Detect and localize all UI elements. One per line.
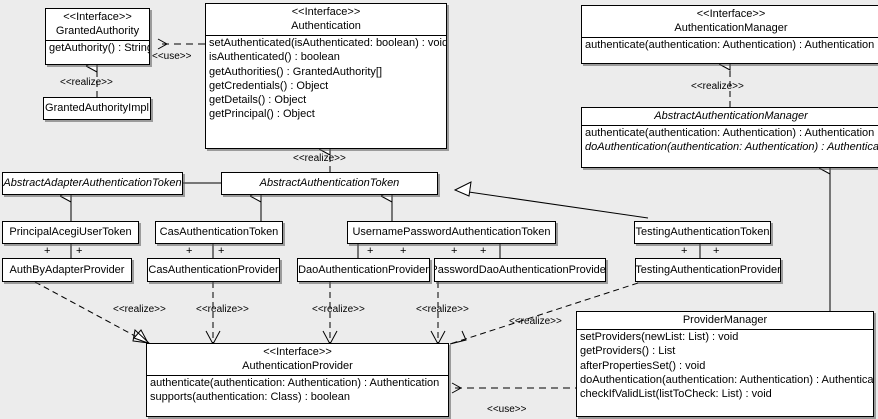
- class-username-password-authentication-token[interactable]: UsernamePasswordAuthenticationToken: [347, 221, 556, 244]
- label-realize-abstract-authentication-manager: <<realize>>: [691, 81, 744, 92]
- class-name: AuthenticationManager: [674, 22, 788, 34]
- label-use-provider-manager: <<use>>: [487, 404, 527, 415]
- assoc-plus-passworddao-right: +: [480, 245, 487, 257]
- label-realize-granted-authority-impl: <<realize>>: [60, 77, 113, 88]
- operation: getAuthority() : String: [49, 42, 150, 54]
- class-name: PasswordDaoAuthenticationProvider: [434, 263, 606, 276]
- operation: checkIfValidList(listToCheck: List) : vo…: [580, 388, 772, 401]
- class-name: AbstractAuthenticationToken: [259, 177, 400, 189]
- class-name: CasAuthenticationProvider: [148, 263, 279, 276]
- operation: doAuthentication(authentication: Authent…: [580, 373, 874, 386]
- label-realize-cas-authentication-provider: <<realize>>: [196, 304, 249, 315]
- class-principal-acegi-user-token[interactable]: PrincipalAcegiUserToken: [2, 221, 139, 244]
- assoc-plus-cas-right: +: [218, 245, 225, 257]
- class-testing-authentication-provider[interactable]: TestingAuthenticationProvider: [635, 258, 781, 282]
- class-granted-authority-impl[interactable]: GrantedAuthorityImpl: [43, 97, 151, 120]
- assoc-plus-passworddao-left: +: [451, 245, 458, 257]
- class-name: AuthByAdapterProvider: [9, 263, 125, 276]
- line-generalize-testingauthenticationtoken: [453, 181, 649, 219]
- class-abstract-authentication-manager[interactable]: AbstractAuthenticationManager authentica…: [581, 107, 878, 168]
- operation: setProviders(newList: List) : void: [580, 331, 739, 343]
- operation: getDetails() : Object: [209, 94, 307, 107]
- class-authentication[interactable]: <<Interface>> Authentication setAuthenti…: [205, 3, 447, 149]
- class-authentication-provider[interactable]: <<Interface>> AuthenticationProvider aut…: [146, 343, 449, 417]
- class-testing-authentication-token[interactable]: TestingAuthenticationToken: [634, 221, 771, 244]
- label-realize-password-dao-authentication-provider: <<realize>>: [416, 304, 469, 315]
- stereotype-label: <<Interface>>: [263, 346, 332, 358]
- operation: authenticate(authentication: Authenticat…: [585, 127, 875, 139]
- class-header: <<Interface>> GrantedAuthority: [46, 9, 149, 40]
- assoc-plus-principal-right: +: [76, 245, 83, 257]
- class-name: GrantedAuthority: [55, 25, 140, 37]
- class-abstract-authentication-token[interactable]: AbstractAuthenticationToken: [221, 172, 438, 195]
- operation: getProviders() : List: [580, 345, 676, 358]
- class-name: CasAuthenticationToken: [159, 226, 279, 238]
- operation: getAuthorities() : GrantedAuthority[]: [209, 65, 383, 78]
- class-cas-authentication-provider[interactable]: CasAuthenticationProvider: [147, 258, 280, 282]
- class-name: DaoAuthenticationProvider: [298, 263, 429, 276]
- assoc-plus-dao-left: +: [367, 245, 374, 257]
- label-realize-auth-by-adapter-provider: <<realize>>: [113, 304, 166, 315]
- label-realize-abstract-authentication-token: <<realize>>: [293, 153, 346, 164]
- class-header: <<Interface>> AuthenticationManager: [582, 6, 878, 37]
- class-abstract-adapter-authentication-token[interactable]: AbstractAdapterAuthenticationToken: [2, 172, 183, 195]
- operations-compartment: authenticate(authentication: Authenticat…: [147, 375, 448, 405]
- class-name: TestingAuthenticationProvider: [635, 263, 781, 276]
- class-name: PrincipalAcegiUserToken: [9, 226, 132, 238]
- class-cas-authentication-token[interactable]: CasAuthenticationToken: [155, 221, 283, 244]
- operation: getPrincipal() : Object: [209, 108, 315, 121]
- operations-compartment: setProviders(newList: List) : void getPr…: [577, 329, 873, 401]
- operations-compartment: setAuthenticated(isAuthenticated: boolea…: [206, 35, 446, 122]
- class-name: UsernamePasswordAuthenticationToken: [352, 226, 551, 238]
- operations-compartment: getAuthority() : String: [46, 40, 149, 55]
- label-realize-dao-authentication-provider: <<realize>>: [312, 304, 365, 315]
- operation: setAuthenticated(isAuthenticated: boolea…: [209, 37, 447, 49]
- class-header: <<Interface>> AuthenticationProvider: [147, 344, 448, 375]
- stereotype-label: <<Interface>>: [63, 11, 132, 23]
- class-name: AuthenticationProvider: [242, 360, 353, 372]
- operation: afterPropertiesSet() : void: [580, 359, 706, 372]
- assoc-plus-testing-right: +: [713, 245, 720, 257]
- assoc-plus-dao-right: +: [400, 245, 407, 257]
- operations-compartment: authenticate(authentication: Authenticat…: [582, 37, 878, 52]
- class-name: GrantedAuthorityImpl: [45, 102, 149, 114]
- class-name: AbstractAuthenticationManager: [654, 110, 808, 122]
- operation: authenticate(authentication: Authenticat…: [585, 39, 875, 51]
- stereotype-label: <<Interface>>: [291, 6, 361, 18]
- operation: getCredentials() : Object: [209, 79, 329, 92]
- stereotype-label: <<Interface>>: [696, 8, 766, 20]
- class-header: ProviderManager: [577, 312, 873, 329]
- label-realize-testing-authentication-provider: <<realize>>: [509, 316, 562, 327]
- class-name: AbstractAdapterAuthenticationToken: [3, 177, 182, 189]
- assoc-plus-principal-left: +: [44, 245, 51, 257]
- class-password-dao-authentication-provider[interactable]: PasswordDaoAuthenticationProvider: [434, 258, 606, 282]
- assoc-plus-testing-left: +: [681, 245, 688, 257]
- class-granted-authority[interactable]: <<Interface>> GrantedAuthority getAuthor…: [45, 8, 150, 65]
- label-use-granted-authority: <<use>>: [152, 51, 192, 62]
- assoc-plus-cas-left: +: [186, 245, 193, 257]
- class-name: ProviderManager: [682, 314, 768, 326]
- class-header: AbstractAuthenticationManager: [582, 108, 878, 125]
- class-provider-manager[interactable]: ProviderManager setProviders(newList: Li…: [576, 311, 874, 417]
- class-authentication-manager[interactable]: <<Interface>> AuthenticationManager auth…: [581, 5, 878, 64]
- class-header: <<Interface>> Authentication: [206, 4, 446, 35]
- operation: supports(authentication: Class) : boolea…: [150, 391, 350, 404]
- class-name: TestingAuthenticationToken: [635, 226, 770, 238]
- operation: doAuthentication(authentication: Authent…: [585, 141, 878, 154]
- operations-compartment: authenticate(authentication: Authenticat…: [582, 125, 878, 155]
- class-auth-by-adapter-provider[interactable]: AuthByAdapterProvider: [2, 258, 132, 282]
- class-name: Authentication: [291, 20, 361, 32]
- operation: authenticate(authentication: Authenticat…: [150, 377, 440, 389]
- class-dao-authentication-provider[interactable]: DaoAuthenticationProvider: [297, 258, 430, 282]
- operation: isAuthenticated() : boolean: [209, 51, 340, 64]
